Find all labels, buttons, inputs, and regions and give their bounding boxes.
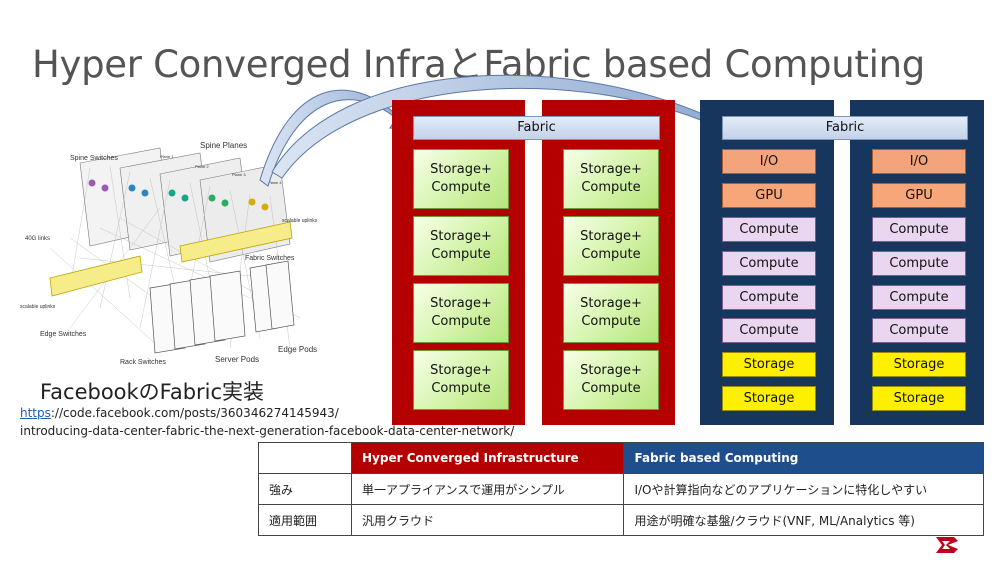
- table-header-row: Hyper Converged Infrastructure Fabric ba…: [258, 442, 984, 474]
- edge-plane: [179, 221, 293, 263]
- fbc-gpu-box: GPU: [872, 183, 966, 208]
- table-row: 適用範囲 汎用クラウド 用途が明確な基盤/クラウド(VNF, ML/Analyt…: [258, 504, 984, 536]
- plane4-label: Plane 4: [268, 180, 282, 185]
- fbc-comp-box: Compute: [872, 217, 966, 242]
- storage-compute-node: Storage+Compute: [413, 283, 509, 343]
- spine-switches-label: Spine Switches: [70, 155, 118, 162]
- plane3-label: Plane 3: [232, 172, 246, 177]
- brand-logo-icon: [936, 537, 958, 553]
- fbc-comp-box: Compute: [722, 285, 816, 310]
- fbc-comp-box: Compute: [722, 217, 816, 242]
- fbc-stor-box: Storage: [872, 386, 966, 411]
- fbc-comp-box: Compute: [872, 285, 966, 310]
- table-cell-fbc: 用途が明確な基盤/クラウド(VNF, ML/Analytics 等): [623, 504, 984, 536]
- table-row: 強み 単一アプライアンスで運用がシンプル I/Oや計算指向などのアプリケーション…: [258, 473, 984, 505]
- spine-planes-label: Spine Planes: [200, 141, 247, 150]
- storage-compute-node: Storage+Compute: [563, 283, 659, 343]
- table-cell-fbc: I/Oや計算指向などのアプリケーションに特化しやすい: [623, 473, 984, 505]
- fabric-switches-label: Fabric Switches: [245, 255, 295, 262]
- scalable-uplinks-right-label: scalable uplinks: [282, 218, 318, 224]
- fbc-fabric-bar: Fabric: [722, 116, 968, 140]
- fbc-comp-box: Compute: [722, 318, 816, 343]
- facebook-fabric-diagram: Spine Switches Spine Planes Plane 1 Plan…: [20, 141, 318, 366]
- storage-compute-node: Storage+Compute: [413, 350, 509, 410]
- scalable-uplinks-left-label: scalable uplinks: [20, 304, 56, 310]
- fbc-stor-box: Storage: [722, 386, 816, 411]
- fbc-comp-box: Compute: [872, 251, 966, 276]
- fbc-stor-box: Storage: [722, 352, 816, 377]
- server-pods: [149, 260, 295, 354]
- row-label: 強み: [258, 473, 352, 505]
- table-header-hci: Hyper Converged Infrastructure: [350, 442, 625, 474]
- storage-compute-node: Storage+Compute: [563, 149, 659, 209]
- facebook-link-rest: ://code.facebook.com/posts/3603462741459…: [50, 406, 339, 420]
- row-label: 適用範囲: [258, 504, 352, 536]
- fbc-comp-box: Compute: [722, 251, 816, 276]
- facebook-link[interactable]: https://code.facebook.com/posts/36034627…: [20, 406, 339, 420]
- fbc-comp-box: Compute: [872, 318, 966, 343]
- table-cell-hci: 単一アプライアンスで運用がシンプル: [350, 473, 625, 505]
- facebook-caption: FacebookのFabric実装: [40, 380, 265, 404]
- edge-plane: [49, 255, 143, 297]
- fbc-io-box: I/O: [872, 149, 966, 174]
- plane2-label: Plane 2: [195, 164, 209, 169]
- fbc-io-box: I/O: [722, 149, 816, 174]
- table-header-blank: [258, 442, 352, 474]
- plane1-label: Plane 1: [160, 154, 174, 159]
- table-cell-hci: 汎用クラウド: [350, 504, 625, 536]
- facebook-link-line2: introducing-data-center-fabric-the-next-…: [20, 424, 515, 438]
- hci-fabric-bar: Fabric: [413, 116, 660, 140]
- comparison-table: Hyper Converged Infrastructure Fabric ba…: [258, 442, 984, 536]
- storage-compute-node: Storage+Compute: [413, 216, 509, 276]
- facebook-link-scheme[interactable]: https: [20, 406, 51, 420]
- fbc-gpu-box: GPU: [722, 183, 816, 208]
- edge-switches-label: Edge Switches: [40, 331, 87, 338]
- fbc-stor-box: Storage: [872, 352, 966, 377]
- rack-switches-label: Rack Switches: [120, 359, 166, 366]
- storage-compute-node: Storage+Compute: [563, 350, 659, 410]
- spine-switch-nodes: [88, 179, 269, 211]
- 40g-links-label: 40G links: [25, 236, 50, 242]
- edge-pods-label: Edge Pods: [278, 345, 317, 354]
- table-header-fbc: Fabric based Computing: [623, 442, 984, 474]
- storage-compute-node: Storage+Compute: [413, 149, 509, 209]
- storage-compute-node: Storage+Compute: [563, 216, 659, 276]
- server-pods-label: Server Pods: [215, 355, 259, 364]
